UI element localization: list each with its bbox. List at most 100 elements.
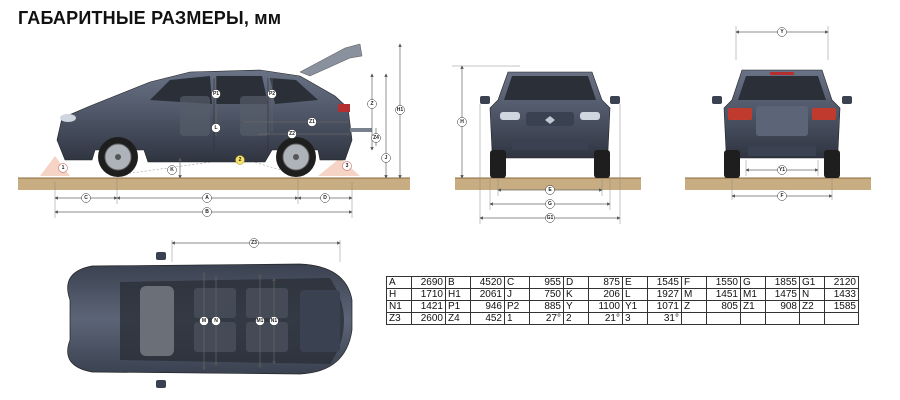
dimension-value: 31°	[647, 312, 682, 325]
dimension-value: 206	[588, 288, 623, 301]
dimension-key: H	[386, 288, 412, 301]
dimension-value: 1855	[765, 276, 800, 289]
svg-text:N1: N1	[271, 318, 278, 324]
marker-m: M	[199, 316, 209, 326]
marker-e: E	[545, 185, 555, 195]
svg-text:F: F	[780, 193, 783, 199]
dimension-value: 1585	[824, 300, 859, 313]
dimension-key: L	[622, 288, 648, 301]
svg-text:L: L	[214, 125, 217, 131]
dimension-value: 4520	[470, 276, 505, 289]
marker-angle-3: 3	[342, 161, 352, 171]
svg-text:J: J	[385, 155, 388, 161]
marker-p2: P2	[267, 89, 277, 99]
dimension-key: N1	[386, 300, 412, 313]
marker-n: N	[211, 316, 221, 326]
dimension-key: 1	[504, 312, 530, 325]
dimension-value	[824, 312, 859, 325]
svg-text:A: A	[205, 195, 209, 201]
dimension-value: 1421	[411, 300, 446, 313]
dimension-key: F	[681, 276, 707, 289]
dimension-value: 2600	[411, 312, 446, 325]
dimension-value: 452	[470, 312, 505, 325]
dimension-key: M	[681, 288, 707, 301]
dimension-key: Z2	[799, 300, 825, 313]
dimension-key	[681, 312, 707, 325]
svg-text:Z4: Z4	[373, 135, 379, 141]
dimension-key: Y	[563, 300, 589, 313]
marker-p1: P1	[211, 89, 221, 99]
svg-text:2: 2	[239, 157, 242, 163]
svg-text:G: G	[548, 201, 552, 207]
dimension-value: 1100	[588, 300, 623, 313]
dimension-value: 955	[529, 276, 564, 289]
dimension-key: N	[799, 288, 825, 301]
marker-n1: N1	[269, 316, 279, 326]
rear-view: Y Y1 F	[685, 26, 871, 201]
marker-a: A	[202, 193, 212, 203]
dimension-value: 2061	[470, 288, 505, 301]
dimension-key: 2	[563, 312, 589, 325]
marker-z1: Z1	[307, 117, 317, 127]
marker-g: G	[545, 199, 555, 209]
dimension-key: G1	[799, 276, 825, 289]
dimension-key: M1	[740, 288, 766, 301]
marker-h: H	[457, 117, 467, 127]
dimension-value: 805	[706, 300, 741, 313]
svg-text:Y: Y	[780, 29, 784, 35]
marker-f: F	[777, 191, 787, 201]
marker-angle-2: 2	[235, 155, 245, 165]
svg-text:Z2: Z2	[289, 131, 295, 137]
dimension-key: C	[504, 276, 530, 289]
dimension-value: 875	[588, 276, 623, 289]
dimension-value: 885	[529, 300, 564, 313]
dimension-value: 1071	[647, 300, 682, 313]
dimension-value: 1545	[647, 276, 682, 289]
dimension-key: 3	[622, 312, 648, 325]
dimension-key	[740, 312, 766, 325]
dimension-key: H1	[445, 288, 471, 301]
dimension-value	[765, 312, 800, 325]
svg-text:H1: H1	[397, 107, 404, 113]
dimension-key: J	[504, 288, 530, 301]
dimension-key: K	[563, 288, 589, 301]
dimension-key: Z3	[386, 312, 412, 325]
svg-text:Y1: Y1	[779, 167, 785, 173]
dimension-key: A	[386, 276, 412, 289]
marker-y: Y	[777, 27, 787, 37]
ground	[18, 178, 410, 190]
marker-angle-1: 1	[58, 163, 68, 173]
dimension-value: 750	[529, 288, 564, 301]
page-title: ГАБАРИТНЫЕ РАЗМЕРЫ, мм	[18, 8, 282, 28]
marker-b: B	[202, 207, 212, 217]
marker-l: L	[211, 123, 221, 133]
dimension-value: 1451	[706, 288, 741, 301]
marker-d: D	[320, 193, 330, 203]
dimension-value: 2120	[824, 276, 859, 289]
dimension-value: 1433	[824, 288, 859, 301]
dimension-value: 2690	[411, 276, 446, 289]
dimension-value: 1475	[765, 288, 800, 301]
dimension-key: B	[445, 276, 471, 289]
svg-text:E: E	[548, 187, 552, 193]
dimension-value: 21°	[588, 312, 623, 325]
dimension-key: Z	[681, 300, 707, 313]
marker-m1: M1	[255, 316, 265, 326]
dimension-key: Z1	[740, 300, 766, 313]
svg-text:D: D	[323, 195, 327, 201]
marker-g1: G1	[545, 213, 555, 223]
marker-j: J	[381, 153, 391, 163]
marker-z4: Z4	[371, 133, 381, 143]
svg-text:M1: M1	[257, 318, 264, 324]
svg-text:H: H	[460, 119, 464, 125]
dimension-value: 1710	[411, 288, 446, 301]
dimension-key	[799, 312, 825, 325]
svg-text:1: 1	[62, 165, 65, 171]
dimension-value: 1550	[706, 276, 741, 289]
dimension-value: 946	[470, 300, 505, 313]
